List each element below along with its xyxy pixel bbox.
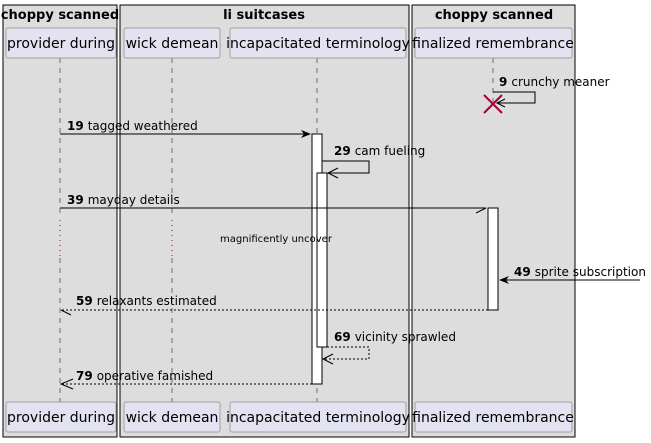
participant-finalized-remembrance-bottom-label: finalized remembrance <box>412 410 574 426</box>
box-2: li suitcases <box>119 4 410 438</box>
participant-finalized-remembrance-label: finalized remembrance <box>412 36 574 52</box>
participant-provider-during-label: provider during <box>7 36 115 52</box>
box-2-title: li suitcases <box>223 8 305 23</box>
message-79-text: operative famished <box>97 369 213 383</box>
participant-provider-during-bottom[interactable]: provider during <box>5 401 117 433</box>
message-19-number: 19 <box>67 119 84 133</box>
box-3-title: choppy scanned <box>435 8 553 23</box>
participants-bottom: provider during wick demean incapacitate… <box>5 401 574 433</box>
participant-wick-demean-bottom[interactable]: wick demean <box>123 401 221 433</box>
message-39: 39 mayday details <box>60 193 487 214</box>
box-1: choppy scanned <box>1 4 119 438</box>
message-29: 29 cam fueling <box>322 144 425 179</box>
message-29-text: cam fueling <box>355 144 426 158</box>
participant-finalized-remembrance-top[interactable]: finalized remembrance <box>412 27 574 59</box>
message-69-text: vicinity sprawled <box>355 330 456 344</box>
participant-wick-demean-label: wick demean <box>126 36 219 52</box>
message-59: 59 relaxants estimated <box>60 294 488 316</box>
activations <box>311 133 499 385</box>
message-19-text: tagged weathered <box>88 119 198 133</box>
message-9: 9 crunchy meaner <box>483 75 610 114</box>
message-49-text: sprite subscription <box>535 265 646 279</box>
message-69: 69 vicinity sprawled <box>321 330 456 365</box>
message-59-text: relaxants estimated <box>97 294 217 308</box>
activation-terminology-inner <box>316 172 328 348</box>
message-9-number: 9 <box>499 75 507 89</box>
message-59-number: 59 <box>76 294 93 308</box>
participants-top: provider during wick demean incapacitate… <box>5 27 574 59</box>
activation-remembrance <box>487 207 499 311</box>
message-49-number: 49 <box>514 265 531 279</box>
message-79-number: 79 <box>76 369 93 383</box>
message-29-number: 29 <box>334 144 351 158</box>
message-9-text: crunchy meaner <box>511 75 609 89</box>
participant-wick-demean-bottom-label: wick demean <box>126 410 219 426</box>
message-79: 79 operative famished <box>59 369 312 390</box>
participant-incapacitated-terminology-top[interactable]: incapacitated terminology <box>226 27 410 59</box>
message-39-number: 39 <box>67 193 84 207</box>
divider-label: magnificently uncover <box>220 234 333 245</box>
participant-incapacitated-terminology-bottom[interactable]: incapacitated terminology <box>226 401 410 433</box>
participant-incapacitated-terminology-bottom-label: incapacitated terminology <box>226 410 410 426</box>
message-39-text: mayday details <box>88 193 180 207</box>
message-19: 19 tagged weathered <box>60 119 311 138</box>
participant-finalized-remembrance-bottom[interactable]: finalized remembrance <box>412 401 574 433</box>
participant-provider-during-bottom-label: provider during <box>7 410 115 426</box>
participant-wick-demean-top[interactable]: wick demean <box>123 27 221 59</box>
message-69-number: 69 <box>334 330 351 344</box>
participant-provider-during-top[interactable]: provider during <box>5 27 117 59</box>
participant-incapacitated-terminology-label: incapacitated terminology <box>226 36 410 52</box>
box-1-title: choppy scanned <box>1 8 119 23</box>
destroy-icon <box>483 94 503 114</box>
message-49: 49 sprite subscription <box>499 265 646 284</box>
